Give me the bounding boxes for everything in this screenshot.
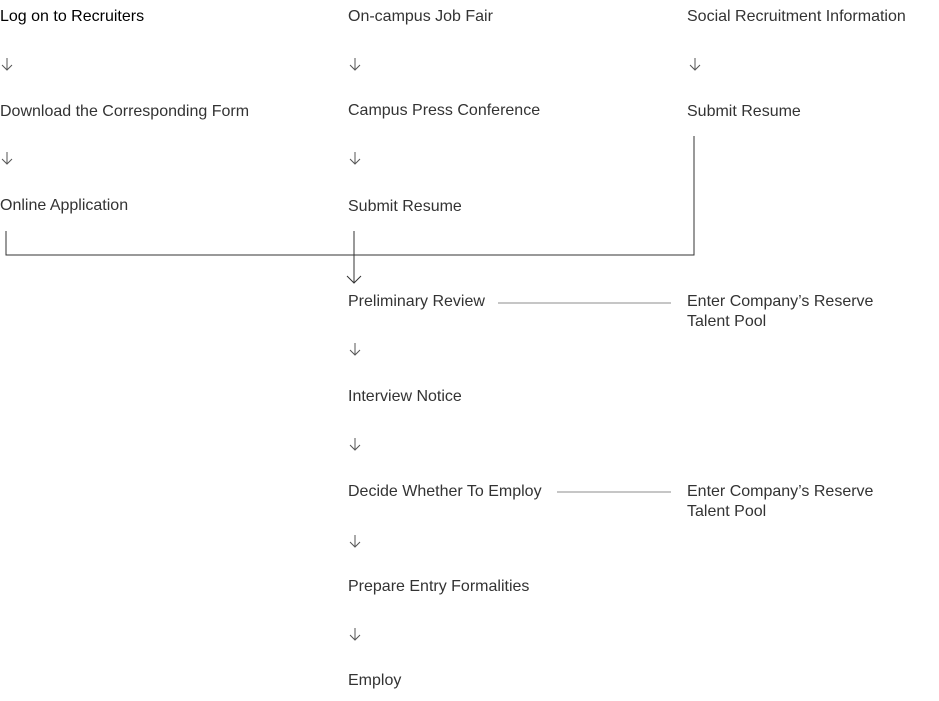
merge-connector-line (5, 136, 695, 256)
step-submit-resume-campus: Submit Resume (348, 198, 462, 215)
step-reserve-pool: Enter Company’s Reserve Talent Pool (687, 293, 874, 330)
arrow-down-icon (1, 152, 13, 165)
arrow-down-icon (349, 535, 361, 548)
step-log-on: Log on to Recruiters (0, 8, 145, 25)
step-interview-notice: Interview Notice (348, 388, 462, 405)
step-reserve-pool: Enter Company’s Reserve Talent Pool (687, 483, 874, 520)
step-employ: Employ (348, 672, 402, 689)
merge-arrowhead-icon (346, 275, 362, 284)
step-prepare-entry: Prepare Entry Formalities (348, 578, 530, 595)
arrow-down-icon (349, 152, 361, 165)
step-job-fair: On-campus Job Fair (348, 8, 493, 25)
step-decide-employ: Decide Whether To Employ (348, 483, 542, 500)
arrow-down-icon (689, 58, 701, 71)
step-submit-resume-social: Submit Resume (687, 103, 801, 120)
arrow-down-icon (349, 628, 361, 641)
step-preliminary-review: Preliminary Review (348, 293, 485, 310)
arrow-down-icon (349, 438, 361, 451)
step-press-conference: Campus Press Conference (348, 102, 541, 119)
arrow-down-icon (1, 58, 13, 71)
step-social-info: Social Recruitment Information (687, 8, 906, 25)
arrow-down-icon (349, 343, 361, 356)
arrow-down-icon (349, 58, 361, 71)
step-download-form: Download the Corresponding Form (0, 103, 250, 120)
step-online-application: Online Application (0, 197, 129, 214)
